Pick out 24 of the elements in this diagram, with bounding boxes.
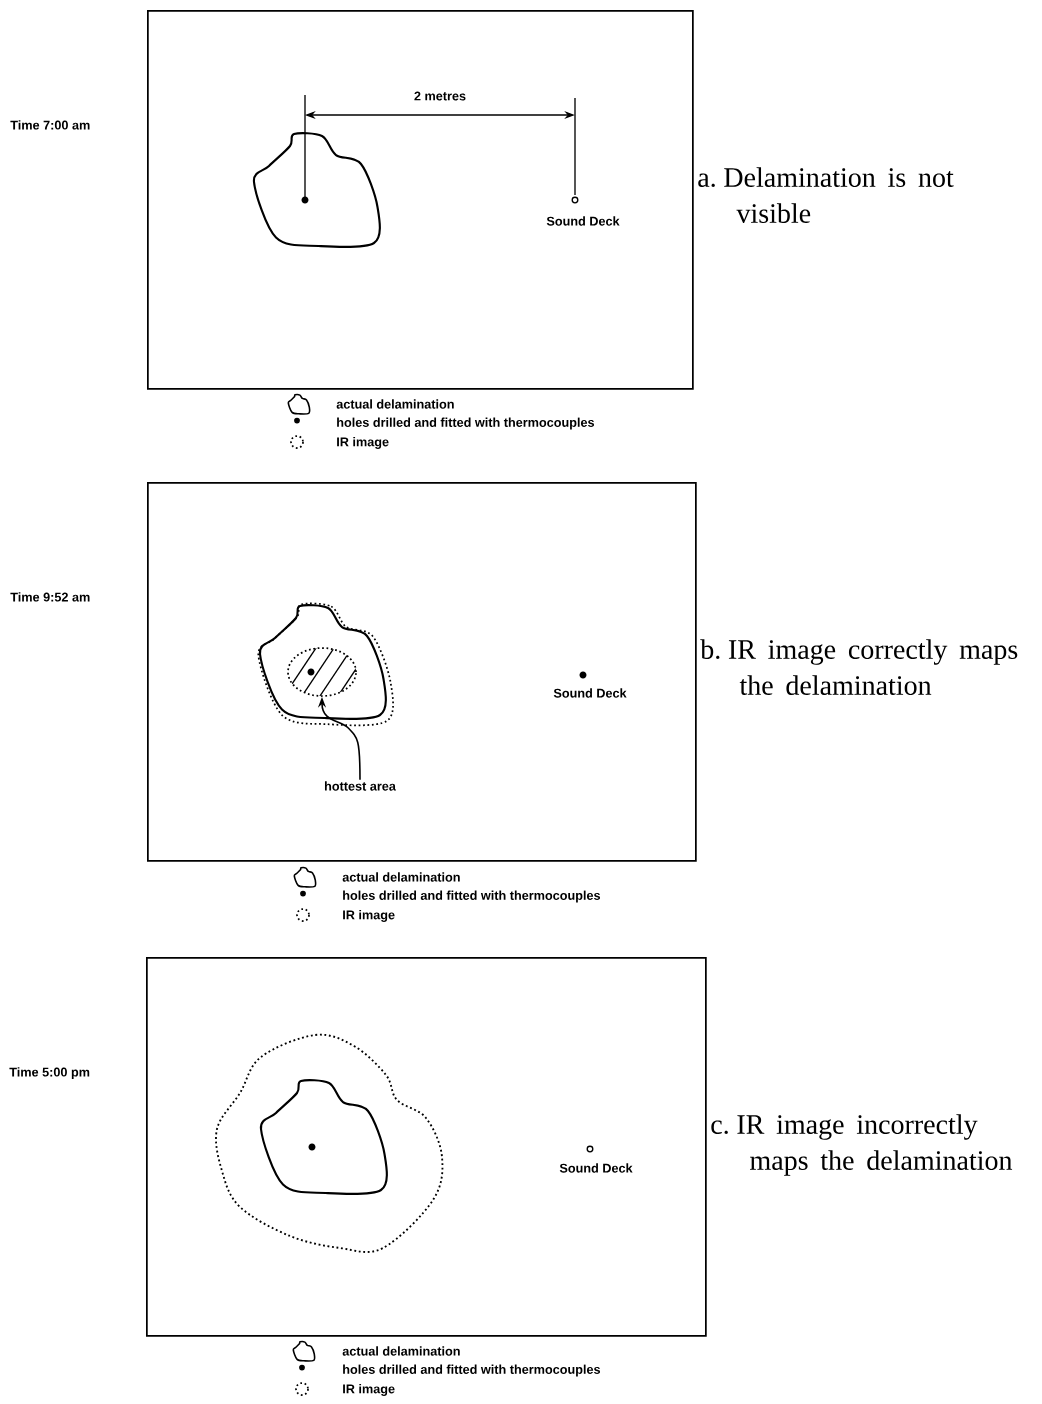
sound-deck-label: Sound Deck bbox=[546, 216, 620, 226]
dimension-label: 2 metres bbox=[414, 91, 466, 101]
legend-text: actual delamination bbox=[342, 872, 460, 882]
legend-text: IR image bbox=[343, 910, 395, 922]
panel-caption: b. IR image correctly maps the delamination bbox=[700, 639, 1018, 695]
sound-deck-label: Sound Deck bbox=[553, 688, 627, 698]
legend-text: actual delamination bbox=[342, 1346, 460, 1356]
legend-text: holes drilled and fitted with thermocouples bbox=[343, 1364, 601, 1377]
legend-text: holes drilled and fitted with thermocouples bbox=[343, 890, 601, 903]
time-label: Time 9:52 am bbox=[10, 592, 90, 602]
panel-frame bbox=[147, 10, 694, 390]
legend-text: IR image bbox=[337, 437, 389, 449]
panel-frame bbox=[146, 957, 707, 1337]
time-label: Time 7:00 am bbox=[10, 120, 90, 130]
legend-text: holes drilled and fitted with thermocouples bbox=[337, 417, 595, 430]
panel-caption: c. IR image incorrectly maps the delamination bbox=[711, 1114, 1013, 1176]
legend-text: IR image bbox=[343, 1384, 395, 1396]
legend-text: actual delamination bbox=[336, 399, 454, 409]
panel-caption: a. Delamination is not visible bbox=[698, 167, 954, 223]
time-label: Time 5:00 pm bbox=[9, 1067, 90, 1080]
panel-frame bbox=[147, 482, 697, 862]
sound-deck-label: Sound Deck bbox=[559, 1163, 633, 1173]
area-label: hottest area bbox=[325, 781, 396, 791]
hatched-area bbox=[287, 647, 357, 697]
